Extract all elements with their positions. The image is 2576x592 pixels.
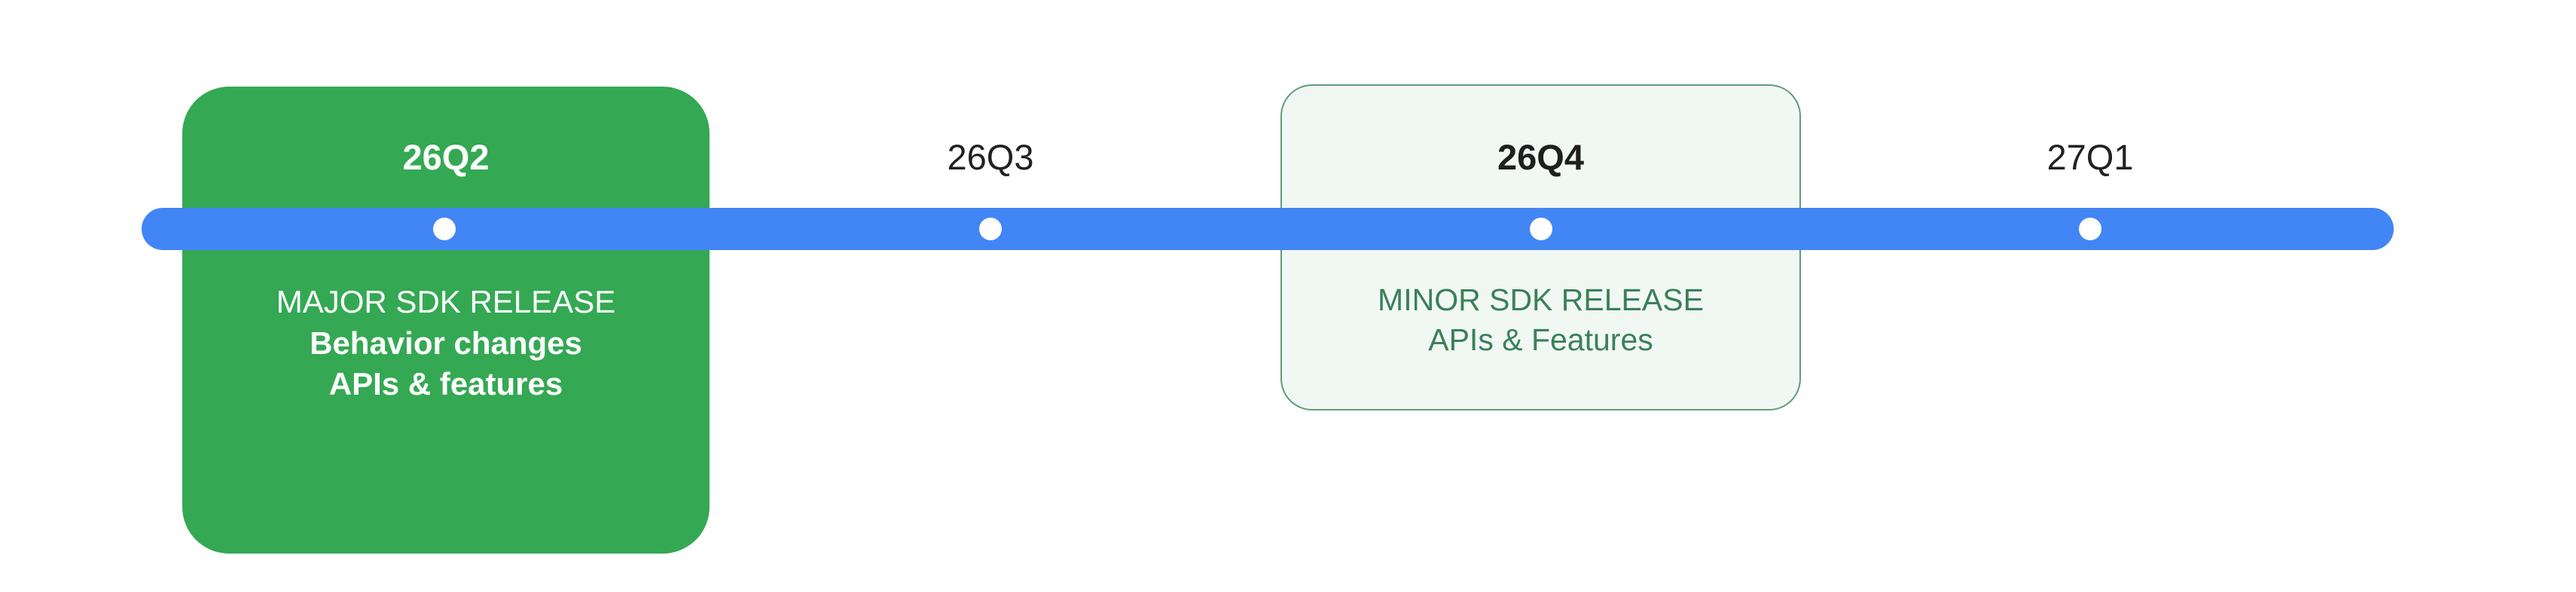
milestone-card-26q2[interactable]	[182, 87, 710, 554]
milestone-dot-26q4[interactable]	[1530, 218, 1552, 240]
milestone-detail-line: APIs & features	[328, 366, 563, 402]
milestone-details-26q4: MINOR SDK RELEASE APIs & Features	[1280, 280, 1801, 361]
milestone-dot-26q2[interactable]	[433, 218, 456, 240]
milestone-detail-line: MINOR SDK RELEASE	[1378, 282, 1704, 317]
milestone-dot-26q3[interactable]	[979, 218, 1002, 240]
timeline-rail	[142, 208, 2394, 250]
quarter-label-26q2: 26Q2	[402, 137, 490, 177]
milestone-detail-line: APIs & Features	[1428, 322, 1653, 358]
quarter-label-27q1: 27Q1	[2046, 137, 2134, 177]
milestone-detail-line: Behavior changes	[310, 325, 582, 361]
milestone-details-26q2: MAJOR SDK RELEASE Behavior changes APIs …	[182, 282, 710, 405]
quarter-label-26q4: 26Q4	[1497, 137, 1584, 177]
milestone-detail-line: MAJOR SDK RELEASE	[276, 284, 616, 319]
quarter-label-26q3: 26Q3	[947, 137, 1034, 177]
milestone-dot-27q1[interactable]	[2079, 218, 2101, 240]
